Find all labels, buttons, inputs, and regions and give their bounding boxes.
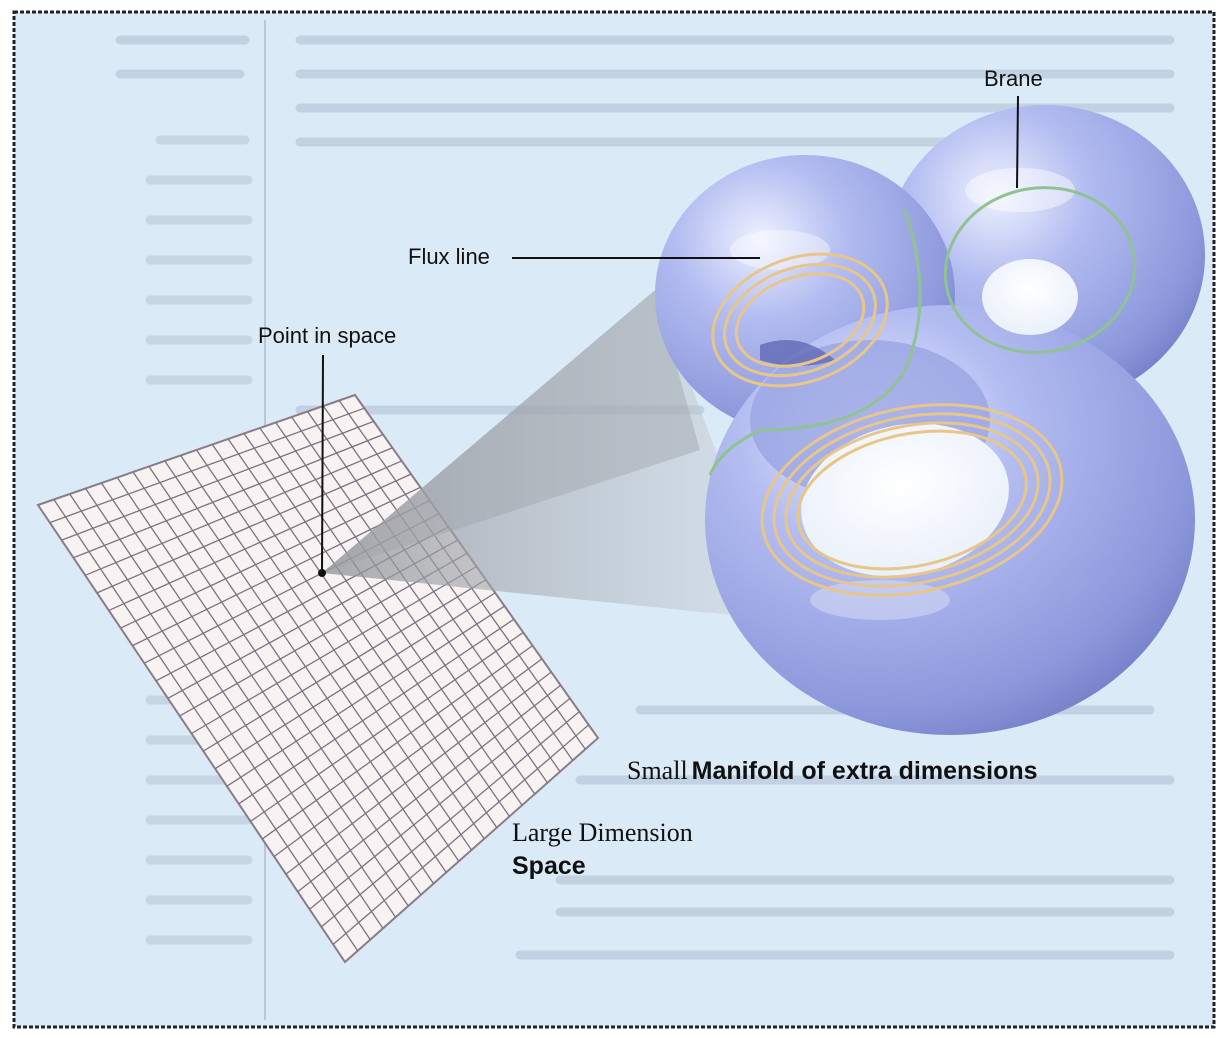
- point-marker: [318, 569, 326, 577]
- point-leader: [322, 355, 323, 573]
- brane-label: Brane: [984, 66, 1043, 92]
- large-dimension-label: Large Dimension: [512, 818, 693, 848]
- hole-upper-right: [982, 259, 1078, 335]
- point-in-space-label: Point in space: [258, 323, 396, 349]
- brane-leader: [1017, 96, 1018, 188]
- manifold-title: Manifold of extra dimensions: [692, 757, 1038, 785]
- flux-line-label: Flux line: [408, 244, 490, 270]
- small-manifold-caption: Small Manifold of extra dimensions: [627, 756, 1038, 786]
- space-label: Space: [512, 852, 586, 881]
- small-word: Small: [627, 756, 688, 785]
